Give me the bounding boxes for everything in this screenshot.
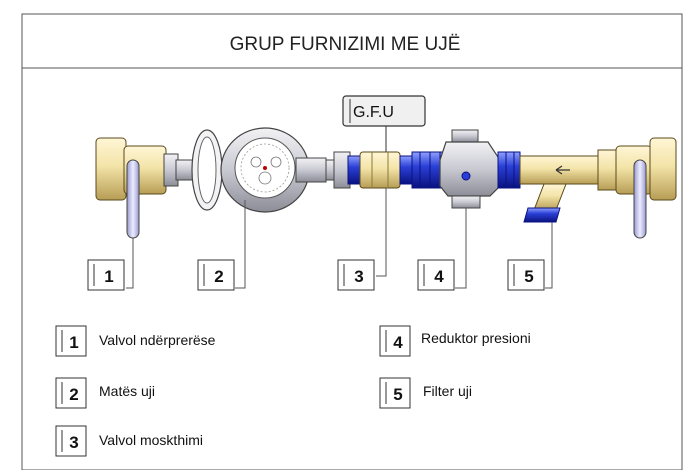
callout-2: 2 [197, 259, 235, 291]
leader-lines [126, 188, 553, 289]
isolation-valve-right [615, 137, 677, 239]
legend: 1 Valvol ndërprerëse 2 Matës uji 3 Valvo… [55, 325, 531, 457]
legend-text-3: Valvol moskthimi [99, 432, 203, 448]
leader-4 [455, 208, 467, 289]
legend-item-3: 3 Valvol moskthimi [55, 425, 203, 457]
gfu-tag: G.F.U [342, 95, 426, 152]
callout-5-num: 5 [524, 267, 533, 286]
diagram-title: GRUP FURNIZIMI ME UJË [230, 34, 461, 55]
isolation-valve-left [95, 137, 179, 239]
outer-frame [21, 13, 683, 470]
pressure-reducer [411, 129, 521, 209]
legend-text-1: Valvol ndërprerëse [99, 332, 216, 348]
legend-text-2: Matës uji [99, 383, 155, 399]
legend-item-4: 4 Reduktor presioni [379, 325, 531, 357]
gfu-label: G.F.U [353, 104, 394, 121]
legend-num-5: 5 [393, 385, 402, 404]
legend-num-4: 4 [393, 333, 403, 352]
legend-num-3: 3 [69, 433, 78, 452]
pipe-assembly [95, 127, 677, 239]
callout-1-num: 1 [104, 267, 113, 286]
leader-2 [235, 200, 246, 289]
leader-1 [126, 238, 134, 289]
legend-text-4: Reduktor presioni [421, 330, 531, 346]
legend-text-5: Filter uji [423, 383, 472, 399]
callout-3-num: 3 [354, 267, 363, 286]
leader-5 [545, 222, 553, 289]
water-filter [519, 149, 617, 223]
legend-num-2: 2 [69, 385, 78, 404]
callout-5: 5 [507, 259, 545, 291]
leader-3 [376, 188, 387, 277]
callout-4-num: 4 [434, 267, 444, 286]
legend-item-2: 2 Matës uji [55, 377, 155, 409]
legend-item-1: 1 Valvol ndërprerëse [55, 325, 216, 357]
water-meter [175, 127, 337, 213]
legend-item-5: 5 Filter uji [379, 377, 472, 409]
callout-4: 4 [417, 259, 455, 291]
callout-2-num: 2 [214, 267, 223, 286]
callout-1: 1 [87, 259, 125, 291]
check-valve [333, 151, 413, 189]
callout-3: 3 [337, 259, 375, 291]
legend-num-1: 1 [69, 333, 78, 352]
